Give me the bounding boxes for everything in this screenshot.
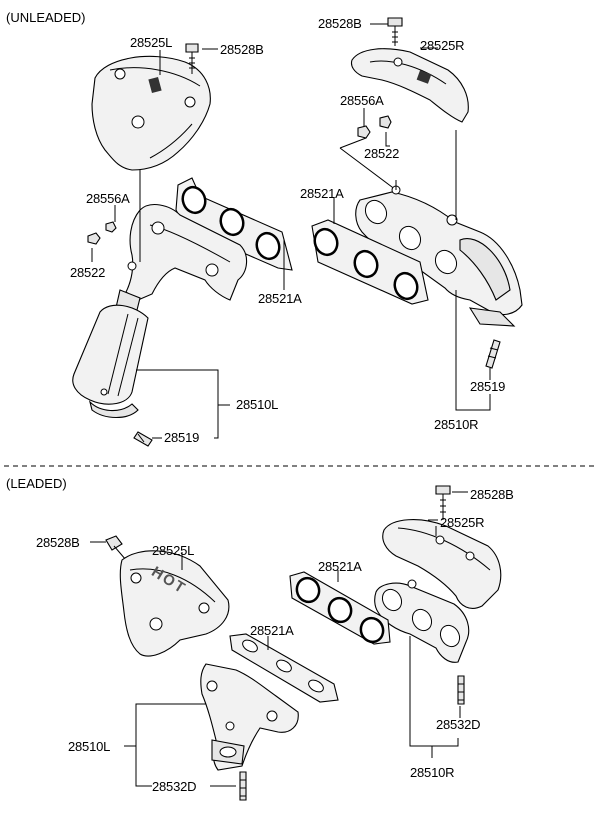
- l-leader-lines-left: [124, 552, 269, 787]
- label-u-28522-left: 28522: [70, 265, 106, 280]
- l-manifold-right: [374, 579, 470, 663]
- label-u-28528B-left: 28528B: [220, 42, 264, 57]
- label-u-28510R: 28510R: [434, 417, 479, 432]
- u-bolt-28528B-left: [185, 43, 199, 74]
- label-u-28556A-left: 28556A: [86, 191, 130, 206]
- label-l-28532D-left: 28532D: [152, 779, 197, 794]
- u-manifold-right: [355, 180, 523, 327]
- label-u-28519-right: 28519: [470, 379, 506, 394]
- label-u-28519-left: 28519: [164, 430, 200, 445]
- label-l-28528B-left: 28528B: [36, 535, 80, 550]
- section-title-leaded: (LEADED): [6, 476, 67, 491]
- u-leader-lines-right: [333, 130, 491, 411]
- l-heat-shield-left: [119, 550, 230, 657]
- u-manifold-left: [114, 204, 248, 319]
- section-title-unleaded: (UNLEADED): [6, 10, 86, 25]
- u-heat-shield-right: [350, 47, 469, 123]
- label-l-28528B-right: 28528B: [470, 487, 514, 502]
- label-l-28532D-right: 28532D: [436, 717, 481, 732]
- l-stud-28532D-left: [239, 771, 247, 801]
- l-leader-lines-right: [337, 526, 461, 758]
- label-u-28510L: 28510L: [236, 397, 279, 412]
- label-l-28510L: 28510L: [68, 739, 111, 754]
- u-nuts-left: [87, 221, 117, 245]
- u-gasket-right: [311, 219, 429, 305]
- label-l-28510R: 28510R: [410, 765, 455, 780]
- u-heat-shield-left: [91, 55, 211, 171]
- label-l-28521A-upper: 28521A: [318, 559, 362, 574]
- label-l-28525R: 28525R: [440, 515, 485, 530]
- label-u-28521A-left: 28521A: [258, 291, 302, 306]
- label-u-28525L: 28525L: [130, 35, 173, 50]
- u-catalytic-converter-left: [72, 304, 149, 419]
- u-stud-28519-left: [133, 431, 153, 447]
- u-leader-lines-left: [91, 48, 285, 439]
- label-u-28525R: 28525R: [420, 38, 465, 53]
- l-stud-28532D-right: [457, 675, 465, 705]
- l-gasket-upper: [289, 571, 391, 645]
- label-u-28556A-right: 28556A: [340, 93, 384, 108]
- l-bolt-28528B-right: [435, 485, 468, 520]
- label-u-28522-right: 28522: [364, 146, 400, 161]
- l-gasket-lower: [229, 633, 339, 703]
- label-l-28525L: 28525L: [152, 543, 195, 558]
- l-bolt-28528B-left: [90, 535, 127, 561]
- u-bolt-28528B-right: [370, 17, 403, 46]
- label-u-28521A-right: 28521A: [300, 186, 344, 201]
- l-heat-shield-right: [382, 519, 502, 609]
- l-manifold-left: [200, 663, 299, 771]
- u-stud-28519-right: [485, 339, 501, 369]
- label-l-28521A-lower: 28521A: [250, 623, 294, 638]
- label-u-28528B-right: 28528B: [318, 16, 362, 31]
- u-nuts-right: [339, 108, 397, 191]
